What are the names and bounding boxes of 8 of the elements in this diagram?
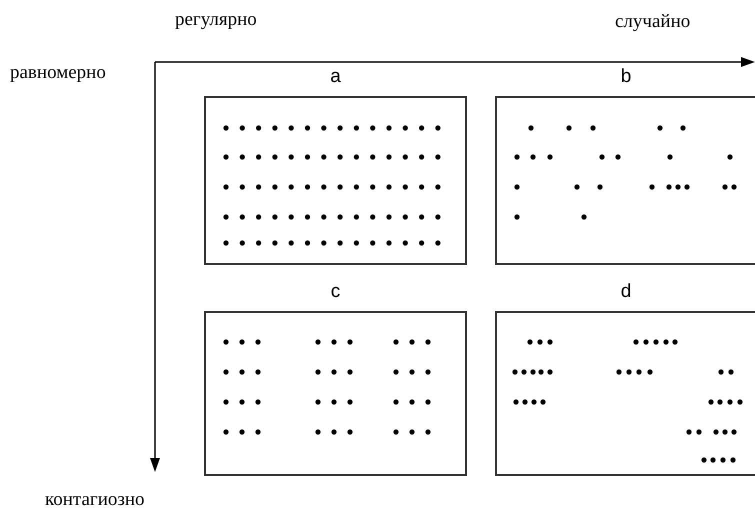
panel-letter: b <box>620 66 632 88</box>
panel-letter: a <box>330 66 341 88</box>
axis-label: регулярно <box>175 9 257 31</box>
axis-label: контагиозно <box>45 489 145 510</box>
axis-label: равномерно <box>10 62 106 84</box>
panel-letter: c <box>330 281 340 303</box>
axis-label: случайно <box>615 11 690 33</box>
panel-letter: d <box>620 281 632 303</box>
